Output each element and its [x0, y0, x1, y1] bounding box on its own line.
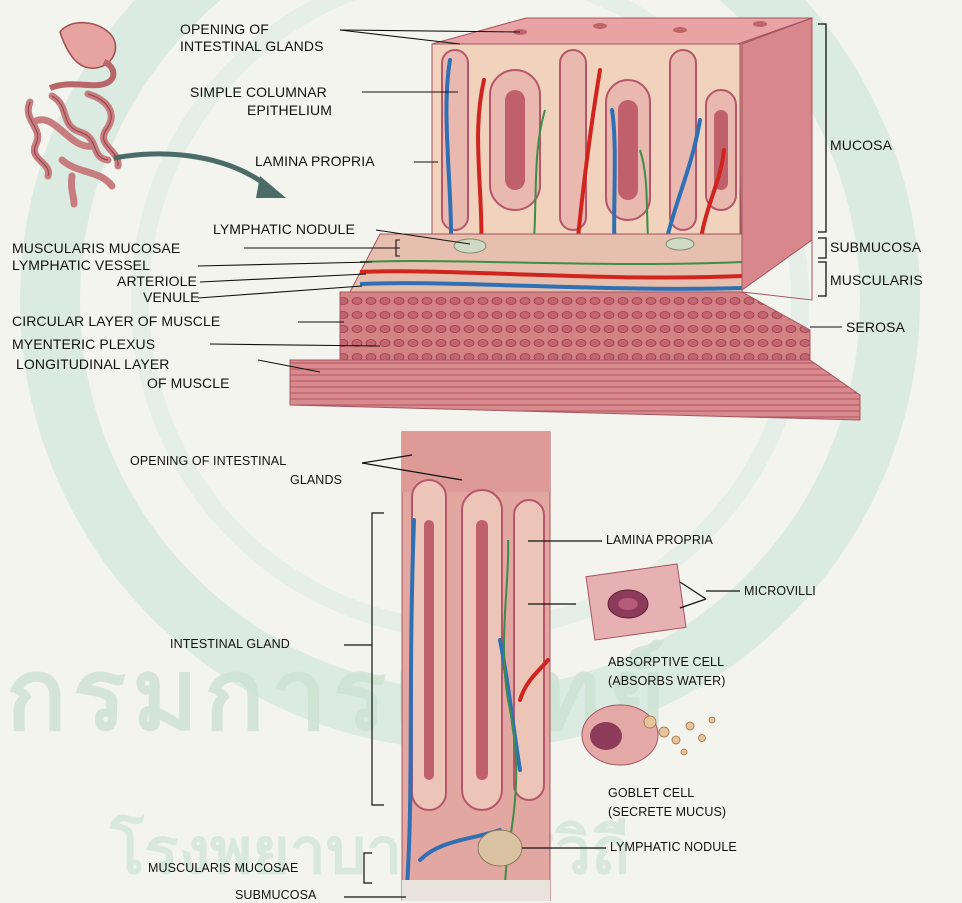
label-longitudinal-muscle-l2: OF MUSCLE	[147, 375, 230, 392]
label-serosa: SEROSA	[846, 319, 905, 336]
label-opening-glands-l1: OPENING OF	[180, 21, 269, 38]
label-lymphatic-nodule-top: LYMPHATIC NODULE	[213, 221, 355, 238]
label-opening-glands-bottom-l2: GLANDS	[290, 473, 342, 488]
goblet-cell-illustration	[582, 705, 715, 765]
label-absorptive-cell-l1: ABSORPTIVE CELL	[608, 655, 724, 670]
label-circular-muscle: CIRCULAR LAYER OF MUSCLE	[12, 313, 220, 330]
label-myenteric-plexus: MYENTERIC PLEXUS	[12, 336, 155, 353]
label-simple-columnar-l1: SIMPLE COLUMNAR	[190, 84, 327, 101]
label-goblet-cell-l1: GOBLET CELL	[608, 786, 694, 801]
label-microvilli: MICROVILLI	[744, 584, 816, 599]
label-lymphatic-vessel: LYMPHATIC VESSEL	[12, 257, 150, 274]
label-muscularis-mucosae-top: MUSCULARIS MUCOSAE	[12, 240, 180, 257]
label-lamina-propria-top: LAMINA PROPRIA	[255, 153, 375, 170]
label-longitudinal-muscle-l1: LONGITUDINAL LAYER	[16, 356, 170, 373]
label-goblet-cell-l2: (SECRETE MUCUS)	[608, 805, 726, 820]
label-simple-columnar-l2: EPITHELIUM	[247, 102, 332, 119]
label-venule: VENULE	[143, 289, 200, 306]
label-submucosa-top: SUBMUCOSA	[830, 239, 921, 256]
label-opening-glands-bottom-l1: OPENING OF INTESTINAL	[130, 454, 286, 469]
label-muscularis: MUSCULARIS	[830, 272, 923, 289]
label-intestinal-gland: INTESTINAL GLAND	[170, 637, 290, 652]
label-absorptive-cell-l2: (ABSORBS WATER)	[608, 674, 725, 689]
label-opening-glands-l2: INTESTINAL GLANDS	[180, 38, 324, 55]
label-lamina-propria-bottom: LAMINA PROPRIA	[606, 533, 713, 548]
label-muscularis-mucosae-bottom: MUSCULARIS MUCOSAE	[148, 861, 298, 876]
label-lymphatic-nodule-bottom: LYMPHATIC NODULE	[610, 840, 737, 855]
label-mucosa: MUCOSA	[830, 137, 892, 154]
absorptive-cell-illustration	[586, 564, 686, 640]
label-arteriole: ARTERIOLE	[117, 273, 197, 290]
